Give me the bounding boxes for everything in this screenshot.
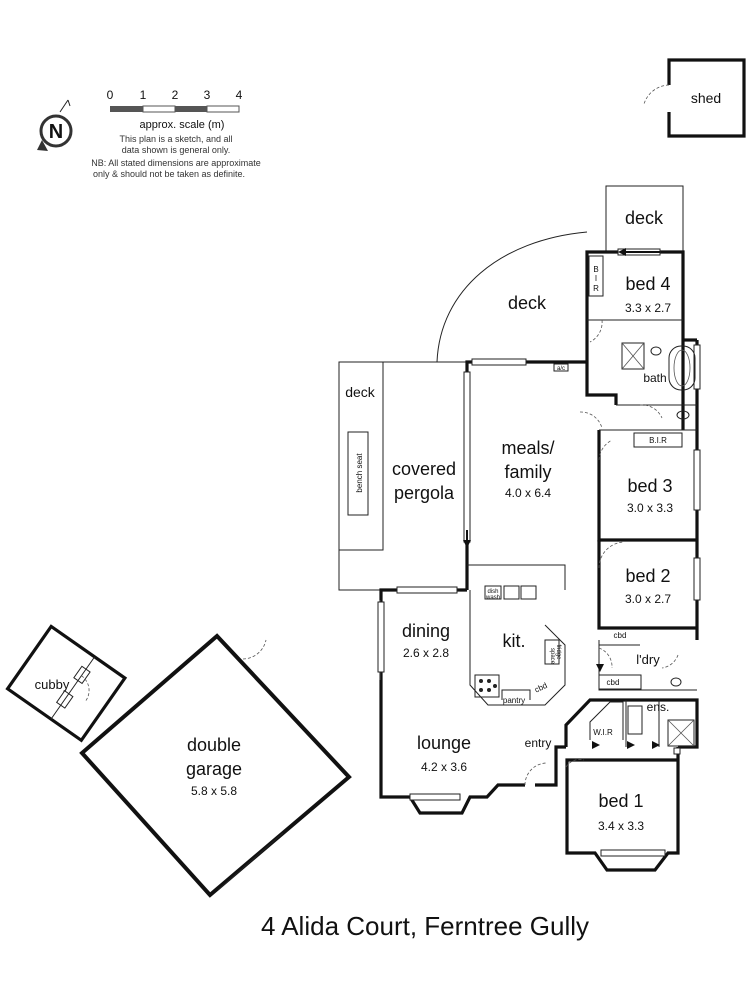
meals-label-2: family [504,462,551,482]
north-arrow-icon [59,99,71,113]
scale-segment [175,106,207,112]
laundry-tub-icon [670,677,682,687]
bed2-label: bed 2 [625,566,670,586]
bir-top-i: I [595,274,597,283]
lounge-dim: 4.2 x 3.6 [421,760,467,774]
ens-shower [667,719,695,747]
wir-label: W.I.R [593,728,613,737]
kitchen: dish wash fridge space pantry cbd kit. [469,585,566,706]
door-swing [643,84,670,105]
bench-seat-label: bench seat [355,453,364,493]
kit-label: kit. [502,631,525,651]
bathtub-icon [668,345,696,391]
entry-label: entry [525,736,552,750]
house-walls [379,250,699,872]
cbd-kit-label: cbd [533,681,549,695]
scale-note-1: This plan is a sketch, and all [119,134,232,144]
covered-pergola: covered pergola [383,361,467,503]
garage-door-swing [242,639,267,660]
shed-label: shed [691,90,721,106]
door-swings [579,319,679,669]
deck-top: deck [605,185,684,253]
vanity [627,705,643,735]
bir-bed3-label: B.I.R [649,436,667,445]
compass-letter: N [49,121,63,143]
bed2-dim: 3.0 x 2.7 [625,592,671,606]
double-garage: double garage 5.8 x 5.8 [79,633,352,898]
scale-tick-0: 0 [107,88,114,102]
scale-tick-1: 1 [140,88,147,102]
compass-pointer-icon [37,140,48,151]
pantry-label: pantry [503,696,525,705]
lounge-label: lounge [417,733,471,753]
compass-ring [39,114,73,148]
cubby-label: cubby [35,677,70,692]
deck-curved-label: deck [508,293,547,313]
bed4-label: bed 4 [625,274,670,294]
cooktop-icon [474,674,500,698]
bed4-dim: 3.3 x 2.7 [625,301,671,315]
pergola-label-1: covered [392,459,456,479]
bir-top-r: R [593,284,599,293]
dishwash-label-2: wash [485,595,500,601]
bed1-dim: 3.4 x 3.3 [598,819,644,833]
scale-segment [110,106,143,112]
bathroom: bath [621,342,696,420]
sink-icon [503,585,520,600]
shed: shed [643,58,746,138]
north-compass: N [37,99,73,151]
scale-caption: approx. scale (m) [140,119,225,131]
deck-top-label: deck [625,208,664,228]
dining-dim: 2.6 x 2.8 [403,646,449,660]
entry-door-swing [524,762,548,786]
scale-bar: 0 1 2 3 4 approx. scale (m) This plan is… [91,88,261,179]
cbd-label-1: cbd [614,631,627,640]
ldry-label: l'dry [636,652,660,667]
scale-tick-3: 3 [204,88,211,102]
ac-label: a/c [557,366,565,372]
plan-title: 4 Alida Court, Ferntree Gully [261,911,589,941]
scale-segment [206,105,240,113]
garage-label-1: double [187,735,241,755]
scale-note-2: data shown is general only. [122,145,230,155]
pergola-label-2: pergola [394,483,455,503]
meals-dim: 4.0 x 6.4 [505,486,551,500]
bed1-label: bed 1 [598,791,643,811]
bir-top-b: B [593,265,598,274]
wir: W.I.R [589,701,624,740]
toilet-icon [676,410,690,420]
dishwash-label-1: dish [487,589,498,595]
ens-label: ens. [647,700,670,714]
scale-tick-4: 4 [236,88,243,102]
scale-note-3: NB: All stated dimensions are approximat… [91,158,261,168]
sink-icon [520,585,537,600]
bed3-dim: 3.0 x 3.3 [627,501,673,515]
fridge-label-2: space [549,648,555,665]
deck-left-label: deck [345,384,376,400]
scale-tick-2: 2 [172,88,179,102]
bed3-label: bed 3 [627,476,672,496]
fridge-label-1: fridge [555,644,561,660]
flow-arrows [463,248,660,749]
garage-label-2: garage [186,759,242,779]
meals-label-1: meals/ [501,438,554,458]
dining-label: dining [402,621,450,641]
cubby [5,624,128,743]
bir-top: B I R [588,255,604,297]
garage-dim: 5.8 x 5.8 [191,784,237,798]
bath-label: bath [643,371,666,385]
deck-curved: deck [436,231,588,363]
bir-bed3: B.I.R [633,432,683,448]
scale-note-4: only & should not be taken as definite. [93,169,245,179]
scale-segment [142,105,176,113]
cbd-label-2: cbd [607,678,620,687]
